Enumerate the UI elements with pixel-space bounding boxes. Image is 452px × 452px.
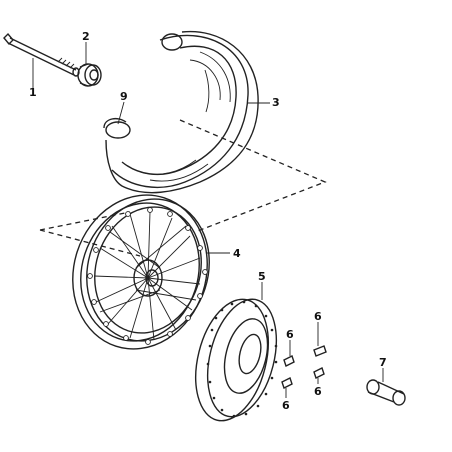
callout-7: 7 xyxy=(379,356,387,369)
callout-6-b: 6 xyxy=(286,328,294,341)
bolt-c xyxy=(281,377,293,398)
callout-6-c: 6 xyxy=(282,399,290,412)
callout-1: 1 xyxy=(29,86,37,99)
axle-nut-part xyxy=(77,42,102,87)
tire-part xyxy=(105,30,270,194)
valve-part xyxy=(103,101,127,129)
callout-9: 9 xyxy=(120,90,128,103)
callout-2: 2 xyxy=(82,30,90,43)
callout-3: 3 xyxy=(272,96,280,109)
callout-labels: 1 2 3 4 5 6 6 6 6 7 9 xyxy=(29,30,387,412)
rim-holes xyxy=(87,207,208,345)
bolt-d xyxy=(313,367,325,384)
callout-6-a: 6 xyxy=(314,310,322,323)
brake-disc-part xyxy=(195,282,278,422)
disc-holes xyxy=(206,300,278,418)
callout-4: 4 xyxy=(233,247,241,260)
bolt-b xyxy=(283,340,295,367)
spacer-part xyxy=(366,368,406,406)
callout-5: 5 xyxy=(258,270,266,283)
callout-6-d: 6 xyxy=(314,385,322,398)
bolt-parts xyxy=(281,322,327,398)
spoked-wheel-part xyxy=(72,194,230,350)
axle-part xyxy=(3,32,80,88)
bolt-a xyxy=(313,322,327,357)
